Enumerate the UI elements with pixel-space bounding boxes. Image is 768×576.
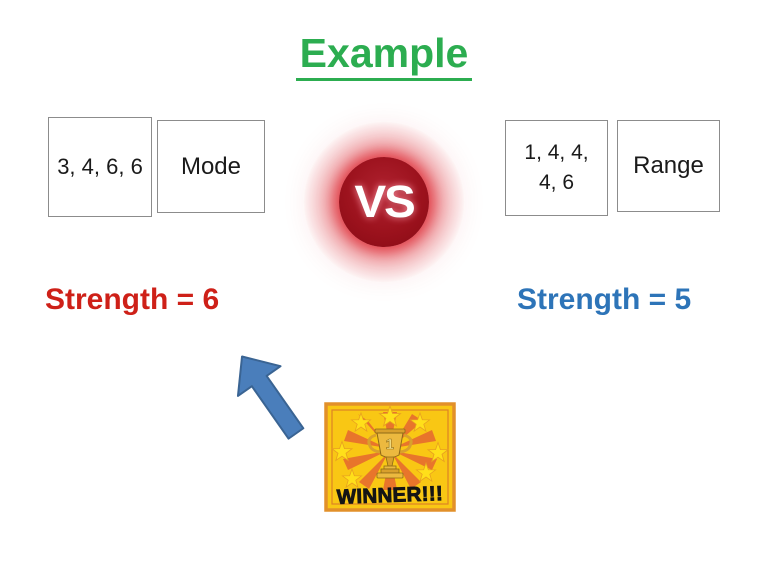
range-label: Range [633, 152, 704, 179]
vs-label: VS [354, 176, 416, 227]
trophy-rank: 1 [386, 436, 395, 453]
slide-title: Example [295, 30, 473, 82]
title-area: Example [0, 30, 768, 82]
left-data-box: 3, 4, 6, 6 [48, 117, 152, 217]
right-data-values-line2: 4, 6 [538, 171, 575, 194]
block-arrow-shape [236, 355, 305, 440]
winner-badge: 1 WINNER!!! [324, 402, 456, 512]
right-data-box: 1, 4, 4, 4, 6 [505, 120, 608, 216]
right-data-values-line1: 1, 4, 4, [524, 140, 589, 164]
vs-badge: VS [339, 157, 429, 247]
left-strength-text: Strength = 6 [45, 283, 220, 316]
mode-label: Mode [180, 152, 242, 180]
mode-box: Mode [157, 120, 265, 213]
winner-label: WINNER!!! [336, 482, 443, 509]
trophy-icon: 1 [367, 428, 413, 479]
left-data-values: 3, 4, 6, 6 [57, 154, 143, 179]
range-box: Range [617, 120, 720, 212]
winner-arrow-icon [218, 344, 320, 446]
right-strength-text: Strength = 5 [517, 283, 692, 316]
